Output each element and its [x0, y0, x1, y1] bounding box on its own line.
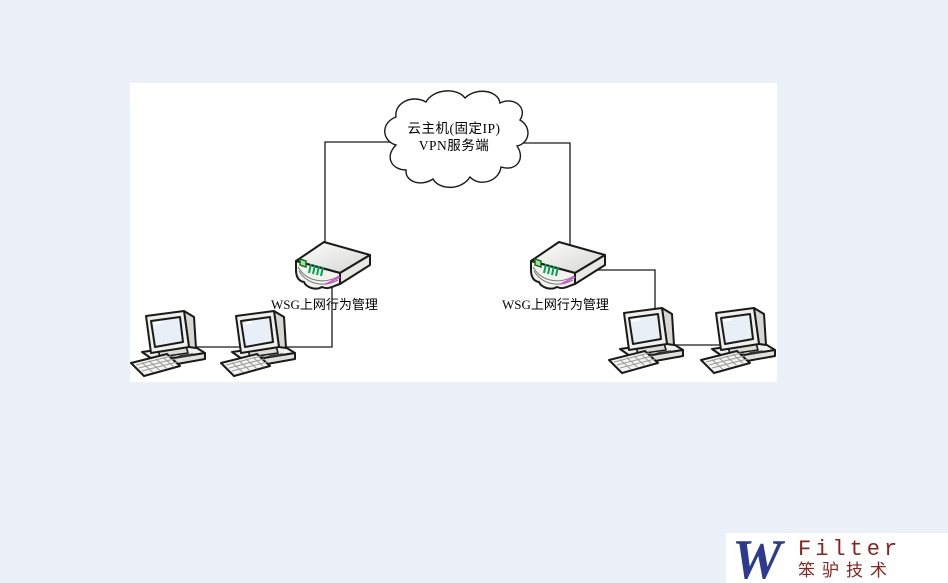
- computer-icon-right-2: [699, 306, 777, 375]
- network-diagram-canvas: 云主机(固定IP) VPN服务端 WSG上网行为管理 WSG上网行为管理: [130, 83, 777, 382]
- logo-name: Filter: [798, 537, 902, 562]
- link-wsg-right-to-pc: [585, 269, 656, 318]
- wfilter-w-icon: W: [732, 535, 786, 583]
- computer-icon-left-1: [130, 309, 207, 378]
- logo-text-block: Filter 笨驴技术: [798, 533, 902, 581]
- link-lan-left: [170, 278, 333, 348]
- cloud-label-line1: 云主机(固定IP): [407, 121, 501, 136]
- wsg-device-icon-right: [530, 241, 606, 290]
- wsg-right-label: WSG上网行为管理: [502, 297, 609, 312]
- computer-icon-left-2: [219, 309, 297, 378]
- diagram-graphics: [130, 90, 777, 378]
- cloud-label-line2: VPN服务端: [418, 138, 490, 153]
- wsg-device-icon-left: [295, 241, 371, 290]
- computer-icon-right-1: [607, 306, 685, 375]
- wsg-left-label: WSG上网行为管理: [271, 297, 378, 312]
- svg-text:W: W: [732, 535, 786, 583]
- cloud-label: 云主机(固定IP) VPN服务端: [388, 120, 520, 154]
- logo-subtitle: 笨驴技术: [798, 561, 894, 580]
- cloud-shape: [384, 90, 529, 189]
- wfilter-logo: W Filter 笨驴技术: [726, 533, 948, 583]
- link-cloud-to-wsg-left: [324, 141, 405, 253]
